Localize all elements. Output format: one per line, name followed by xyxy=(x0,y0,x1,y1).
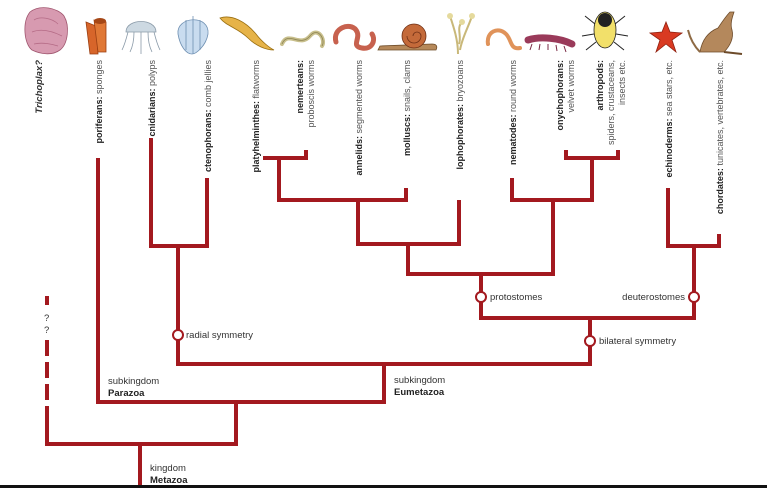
taxon-nemerteans-line2: proboscis worms xyxy=(306,60,316,128)
sponge-icon xyxy=(85,18,107,55)
taxon-labels: Trichoplax? poriferans: sponges cnidaria… xyxy=(34,60,725,215)
node-bilateral-symmetry xyxy=(584,335,596,347)
bryozoan-icon xyxy=(447,13,475,55)
taxon-arthropods-line3: insects etc. xyxy=(617,60,627,105)
label-parazoa-line1: subkingdom xyxy=(108,376,159,387)
label-bilateral-symmetry: bilateral symmetry xyxy=(599,336,676,347)
taxon-onychophorans: onychophorans: xyxy=(555,60,565,131)
polyp-icon xyxy=(121,21,161,54)
sea-star-icon xyxy=(648,20,684,54)
velvet-worm-icon xyxy=(524,34,576,53)
roundworm-icon xyxy=(485,28,522,51)
taxon-poriferans: poriferans: sponges xyxy=(94,60,104,144)
trichoplax-icon xyxy=(24,7,68,55)
taxon-onychophorans-line2: velvet worms xyxy=(566,60,576,113)
proboscis-worm-icon xyxy=(280,30,325,48)
taxon-annelids: annelids: segmented worms xyxy=(354,60,364,176)
label-eumetazoa-line2: Eumetazoa xyxy=(394,387,445,398)
taxon-cnidarians: cnidarians: polyps xyxy=(147,60,157,137)
label-protostomes: protostomes xyxy=(490,292,543,303)
taxon-trichoplax: Trichoplax? xyxy=(34,60,45,114)
uncertain-mark-1: ? xyxy=(44,313,49,324)
taxon-platyhelminthes: platyhelminthes: flatworms xyxy=(251,60,261,173)
node-protostomes xyxy=(475,291,487,303)
label-metazoa-line2: Metazoa xyxy=(150,475,188,486)
taxon-echinoderms: echinoderms: sea stars, etc. xyxy=(664,60,674,178)
label-radial-symmetry: radial symmetry xyxy=(186,330,253,341)
comb-jelly-icon xyxy=(177,16,209,55)
taxon-ctenophorans: ctenophorans: comb jellies xyxy=(203,60,213,173)
label-eumetazoa-line1: subkingdom xyxy=(394,375,445,386)
taxon-nemerteans: nemerteans: xyxy=(295,60,305,114)
label-deuterostomes: deuterostomes xyxy=(622,292,685,303)
taxon-nematodes: nematodes: round worms xyxy=(508,60,518,166)
label-metazoa-line1: kingdom xyxy=(150,463,186,474)
label-parazoa-line2: Parazoa xyxy=(108,388,145,399)
taxon-lophophorates: lophophorates: bryozoans xyxy=(455,60,465,170)
flatworm-icon xyxy=(219,16,275,51)
node-radial-symmetry xyxy=(172,329,184,341)
snail-icon xyxy=(377,23,438,51)
beetle-icon xyxy=(581,11,629,51)
taxon-chordates: chordates: tunicates, vertebrates, etc. xyxy=(715,60,725,214)
node-deuterostomes xyxy=(688,291,700,303)
label-backgrounds xyxy=(90,58,727,234)
bottom-divider xyxy=(0,485,767,488)
taxon-arthropods-line2: spiders, crustaceans, xyxy=(606,60,616,145)
taxon-molluscs: molluscs: snails, clams xyxy=(402,60,412,157)
segmented-worm-icon xyxy=(332,24,377,51)
uncertain-mark-2: ? xyxy=(44,325,49,336)
kangaroo-icon xyxy=(687,11,743,55)
taxon-arthropods: arthropods: xyxy=(595,60,605,111)
